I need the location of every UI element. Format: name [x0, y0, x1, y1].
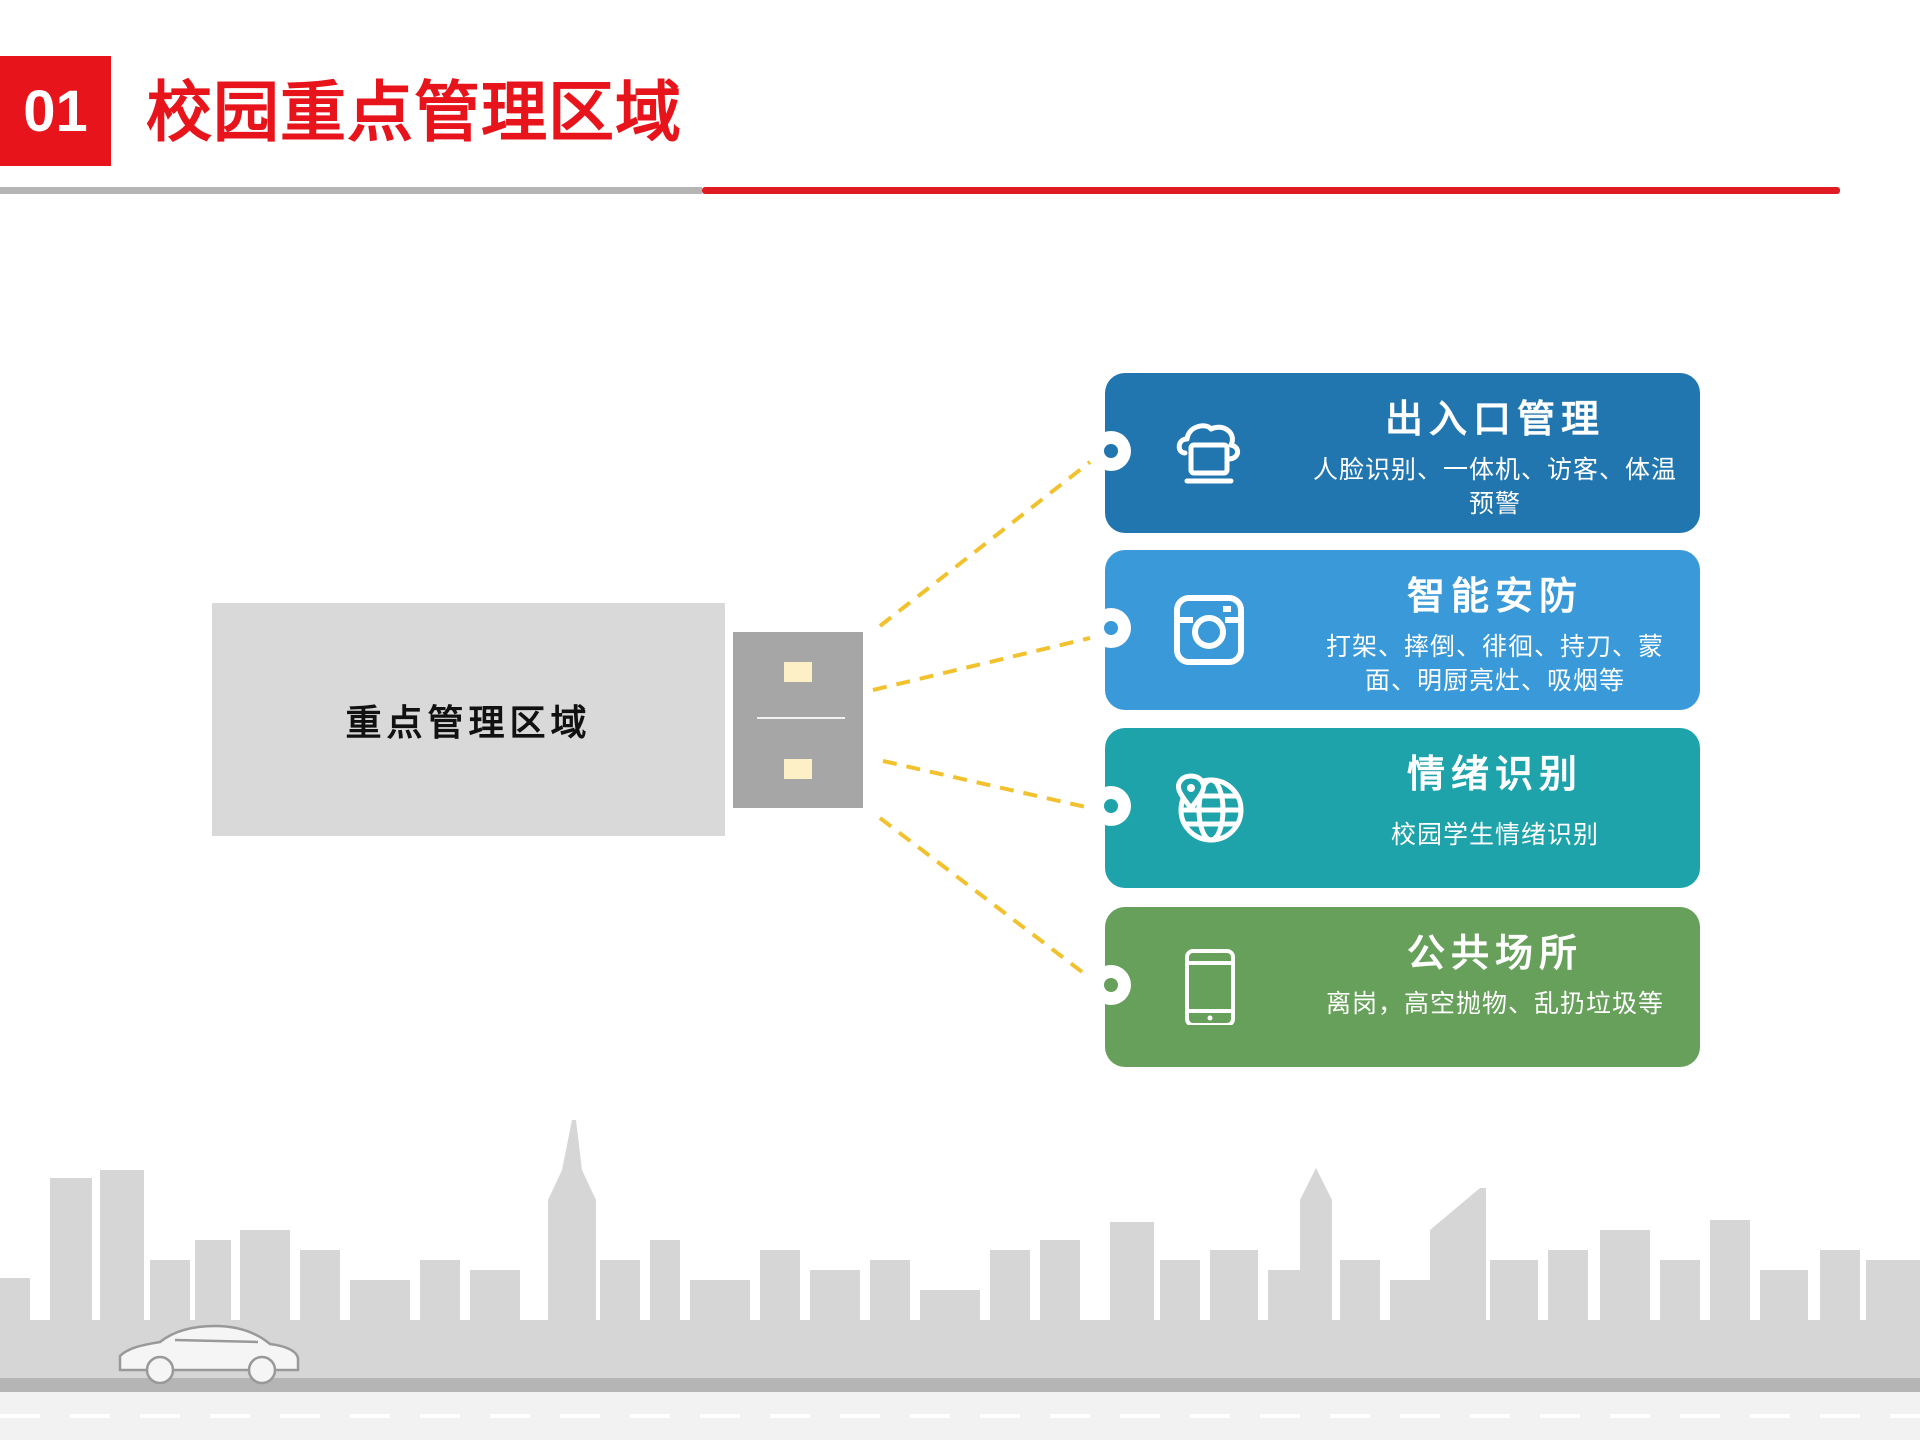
card-title: 智能安防 [1406, 574, 1583, 618]
card-text: 情绪识别 校园学生情绪识别 [1305, 728, 1685, 888]
globe-pin-icon [1176, 773, 1244, 843]
card-public: 公共场所 离岗，高空抛物、乱扔垃圾等 [1091, 907, 1700, 1067]
city-skyline-illustration [0, 1120, 1920, 1440]
car-icon [118, 1324, 300, 1385]
card-title: 情绪识别 [1406, 752, 1583, 796]
card-text: 出入口管理 人脸识别、一体机、访客、体温预警 [1305, 373, 1685, 533]
phone-icon [1185, 949, 1235, 1025]
connector-pin-bottom [784, 759, 812, 779]
card-desc: 校园学生情绪识别 [1390, 820, 1599, 849]
card-title: 公共场所 [1406, 931, 1583, 975]
page-title: 校园重点管理区域 [146, 74, 682, 151]
card-desc: 人脸识别、一体机、访客、体温预警 [1312, 455, 1677, 518]
card-text: 公共场所 离岗，高空抛物、乱扔垃圾等 [1305, 907, 1685, 1067]
card-notch [1091, 608, 1131, 648]
header-divider-grey [0, 187, 702, 194]
dash-line-1 [878, 460, 1092, 628]
dash-line-3 [882, 759, 1091, 810]
center-label: 重点管理区域 [345, 702, 592, 744]
card-text: 智能安防 打架、摔倒、徘徊、持刀、蒙面、明厨亮灶、吸烟等 [1305, 550, 1685, 710]
card-security: 智能安防 打架、摔倒、徘徊、持刀、蒙面、明厨亮灶、吸烟等 [1091, 550, 1700, 710]
connector-pin-top [784, 662, 812, 682]
camera-icon [1174, 595, 1244, 665]
card-notch [1091, 786, 1131, 826]
dash-line-4 [878, 816, 1092, 980]
usb-connector [733, 632, 863, 808]
dash-line-2 [872, 636, 1091, 692]
card-emotion: 情绪识别 校园学生情绪识别 [1091, 728, 1700, 888]
card-notch [1091, 431, 1131, 471]
card-desc: 打架、摔倒、徘徊、持刀、蒙面、明厨亮灶、吸烟等 [1325, 632, 1664, 695]
center-box: 重点管理区域 [212, 603, 725, 836]
connector-line [757, 717, 845, 719]
card-notch [1091, 965, 1131, 1005]
card-desc: 离岗，高空抛物、乱扔垃圾等 [1325, 989, 1664, 1018]
card-title: 出入口管理 [1384, 397, 1605, 441]
computer-icon [1176, 423, 1240, 484]
card-entrance: 出入口管理 人脸识别、一体机、访客、体温预警 [1091, 373, 1700, 533]
header-divider-red [702, 187, 1840, 194]
section-number: 01 [0, 56, 111, 166]
